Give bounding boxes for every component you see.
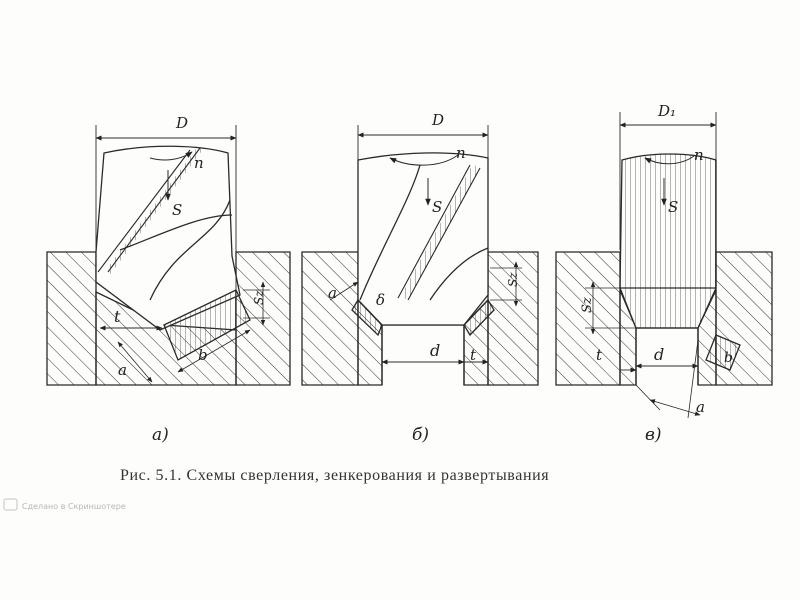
panel-b-n-label: n [456,144,466,162]
panel-a-drilling [46,125,291,386]
panel-v-reaming [555,112,773,419]
panel-b-a-label: a [328,284,337,302]
watermark-text: Сделано в Cкриншотере [22,502,126,511]
panel-a-b-label: b [198,346,208,364]
workpiece-b [301,251,359,386]
panel-v-s-label: S [668,198,678,216]
panel-b-D-label: D [431,111,444,129]
watermark-icon [3,498,18,511]
panel-b-d-label: d [430,341,440,360]
panel-v-a-label: a [696,398,705,416]
panel-v-t-label: t [596,346,603,364]
workpiece-a [46,251,97,386]
panel-b-s-label: S [432,198,442,216]
workpiece-v [555,251,621,386]
panel-b-delta-label: δ [376,291,385,309]
panel-v-caption: в) [645,425,662,445]
panel-b-t-label: t [470,346,477,364]
panel-v-n-label: n [694,146,704,164]
panel-a-n-label: n [194,154,204,172]
panel-a-s-label: S [172,201,182,219]
panel-v-b-label: b [724,350,733,366]
panel-a-caption: а) [152,425,169,445]
panel-a-t-label: t [114,307,121,326]
panel-v-D1-label: D₁ [657,102,676,120]
panel-b-sz-label: Sz [506,272,520,287]
panel-b-countersinking [301,125,539,386]
reamer-body-v [619,153,717,329]
panel-b-caption: б) [412,425,429,445]
panel-a-D-label: D [175,114,188,132]
screenshoter-watermark: Сделано в Cкриншотере [3,498,126,511]
panel-a-a-label: a [118,361,127,379]
panel-a-sz-label: Sz [252,290,266,305]
panel-v-sz-label: Sz [580,297,595,313]
figure-caption: Рис. 5.1. Схемы сверления, зенкерования … [120,467,549,484]
panel-v-d-label: d [654,345,664,364]
